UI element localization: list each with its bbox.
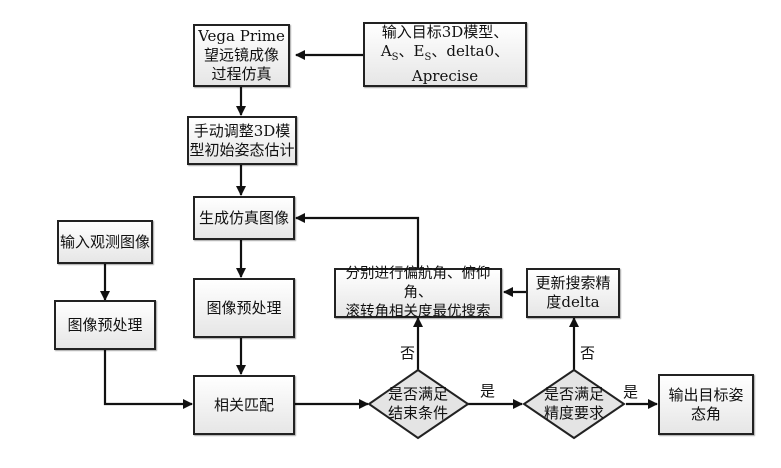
- gen-sim-image-box: 生成仿真图像: [193, 196, 295, 240]
- delta0-text: 、delta0、: [431, 42, 510, 60]
- cond-prec-text: 是否满足 精度要求: [534, 385, 614, 423]
- cond-end-line-1: 是否满足: [387, 385, 448, 403]
- input-model-box: 输入目标3D模型、 AS、ES、delta0、 Aprecise: [363, 22, 527, 87]
- yes-label-cond-end: 是: [480, 382, 496, 400]
- preproc-left-box: 图像预处理: [54, 300, 156, 350]
- yes-label-cond-prec: 是: [623, 383, 639, 401]
- cond-end-line-2: 结束条件: [387, 404, 448, 422]
- input-obs-label: 输入观测图像: [59, 232, 150, 251]
- cond-end-text: 是否满足 结束条件: [378, 385, 458, 423]
- output-attitude-box: 输出目标姿 态角: [658, 374, 754, 435]
- attitude-search-box: 分别进行偏航角、俯仰角、 滚转角相关度最优搜索: [334, 265, 502, 320]
- preproc-left-label: 图像预处理: [67, 315, 143, 334]
- separator: 、: [398, 42, 414, 60]
- es-symbol: E: [413, 42, 425, 60]
- input-model-line-3: Aprecise: [411, 67, 479, 85]
- vega-line-3: 过程仿真: [211, 65, 272, 83]
- cond-prec-line-1: 是否满足: [543, 385, 604, 403]
- input-obs-image-box: 输入观测图像: [57, 220, 153, 264]
- cond-prec-diamond: [522, 368, 626, 440]
- vega-prime-sim-box: Vega Prime 望远镜成像 过程仿真: [193, 24, 290, 87]
- cond-prec-line-2: 精度要求: [543, 404, 604, 422]
- es-subscript: S: [424, 52, 432, 63]
- match-label: 相关匹配: [213, 395, 274, 414]
- vega-line-1: Vega Prime: [198, 27, 285, 45]
- as-symbol: A: [380, 42, 392, 60]
- input-model-line-1: 输入目标3D模型、: [381, 23, 509, 41]
- gen-sim-label: 生成仿真图像: [198, 208, 289, 227]
- no-label-cond-prec: 否: [580, 344, 596, 362]
- vega-line-2: 望远镜成像: [203, 46, 279, 64]
- edge-preproc-left-to-match: [103, 349, 193, 409]
- output-line-1: 输出目标姿: [668, 385, 744, 404]
- update-line-2: 度delta: [546, 293, 600, 311]
- no-label-cond-end: 否: [400, 344, 416, 362]
- update-precision-box: 更新搜索精 度delta: [526, 268, 620, 318]
- manual-line-2: 型初始姿态估计: [189, 140, 295, 159]
- input-model-line-2: AS、ES、delta0、: [381, 42, 509, 67]
- update-line-1: 更新搜索精: [535, 274, 611, 292]
- manual-adjust-box: 手动调整3D模 型初始姿态估计: [187, 116, 297, 165]
- correlation-match-box: 相关匹配: [193, 375, 295, 435]
- preproc-right-box: 图像预处理: [193, 278, 295, 338]
- edge-search-to-gen: [295, 213, 420, 268]
- cond-end-diamond: [367, 368, 470, 440]
- search-line-1: 分别进行偏航角、俯仰角、: [345, 265, 491, 301]
- manual-line-1: 手动调整3D模: [193, 121, 291, 140]
- preproc-right-label: 图像预处理: [206, 298, 282, 317]
- as-subscript: S: [391, 52, 399, 63]
- search-line-2: 滚转角相关度最优搜索: [345, 303, 491, 320]
- output-line-2: 态角: [690, 404, 721, 423]
